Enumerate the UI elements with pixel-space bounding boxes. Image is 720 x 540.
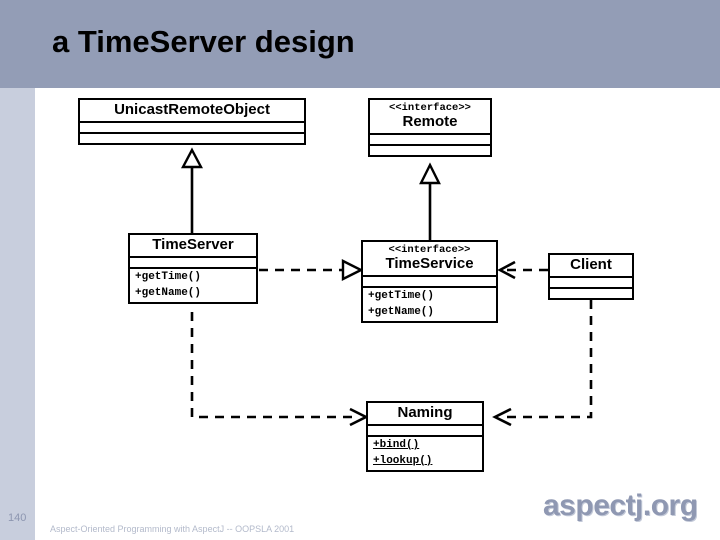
- uml-operation: +getName(): [135, 286, 202, 299]
- uml-attributes-compartment: [368, 426, 482, 435]
- uml-operation: +getTime(): [368, 290, 435, 303]
- uml-interface-remote[interactable]: <<interface>> Remote: [368, 98, 492, 158]
- uml-separator: [130, 267, 256, 270]
- uml-operations-compartment: [370, 146, 490, 155]
- uml-separator: [370, 144, 490, 147]
- uml-class-name-text: Remote: [402, 113, 458, 131]
- sidebar-strip: [0, 88, 35, 540]
- uml-class-name: <<interface>> Remote: [370, 100, 490, 133]
- uml-class-naming[interactable]: Naming +bind() +lookup(): [366, 401, 484, 473]
- uml-attributes-compartment: [370, 135, 490, 144]
- uml-class-unicastremoteobject[interactable]: UnicastRemoteObject: [78, 98, 306, 146]
- uml-operations-compartment: [80, 134, 304, 143]
- uml-operations-compartment: +getTime() +getName(): [130, 269, 256, 302]
- uml-operations-compartment: [550, 289, 632, 298]
- footer-text: Aspect-Oriented Programming with AspectJ…: [50, 524, 295, 534]
- uml-separator: [130, 256, 256, 259]
- uml-stereotype: <<interface>>: [389, 102, 471, 114]
- uml-operations-compartment: +bind() +lookup(): [368, 437, 482, 470]
- uml-separator: [370, 133, 490, 136]
- uml-operation-static: +lookup(): [373, 454, 433, 467]
- uml-attributes-compartment: [130, 258, 256, 267]
- uml-operation: +getTime(): [135, 271, 202, 284]
- header-band: [0, 0, 720, 88]
- uml-operations-compartment: +getTime() +getName(): [363, 288, 496, 321]
- uml-separator: [368, 435, 482, 438]
- page-number: 140: [8, 512, 27, 524]
- uml-operation: +getName(): [368, 305, 435, 318]
- uml-attributes-compartment: [363, 277, 496, 286]
- uml-attributes-compartment: [550, 278, 632, 287]
- uml-separator: [368, 424, 482, 427]
- uml-class-name: <<interface>> TimeService: [363, 242, 496, 275]
- uml-operation-static: +bind(): [373, 439, 420, 452]
- uml-class-timeserver[interactable]: TimeServer +getTime() +getName(): [128, 233, 258, 305]
- uml-separator: [550, 276, 632, 279]
- uml-separator: [80, 132, 304, 135]
- page-title: a TimeServer design: [52, 24, 355, 59]
- uml-stereotype: <<interface>>: [388, 244, 471, 256]
- uml-class-name: UnicastRemoteObject: [114, 101, 270, 118]
- uml-separator: [363, 286, 496, 289]
- uml-separator: [80, 121, 304, 124]
- uml-interface-timeservice[interactable]: <<interface>> TimeService +getTime() +ge…: [361, 240, 498, 324]
- uml-class-name: Naming: [397, 404, 453, 421]
- uml-class-name: Client: [570, 256, 612, 273]
- uml-separator: [550, 287, 632, 290]
- uml-class-client[interactable]: Client: [548, 253, 634, 301]
- brand-logo: aspectj.org: [543, 489, 698, 522]
- uml-class-name-text: TimeService: [385, 255, 474, 273]
- uml-class-name: TimeServer: [152, 236, 234, 253]
- uml-separator: [363, 275, 496, 278]
- uml-attributes-compartment: [80, 123, 304, 132]
